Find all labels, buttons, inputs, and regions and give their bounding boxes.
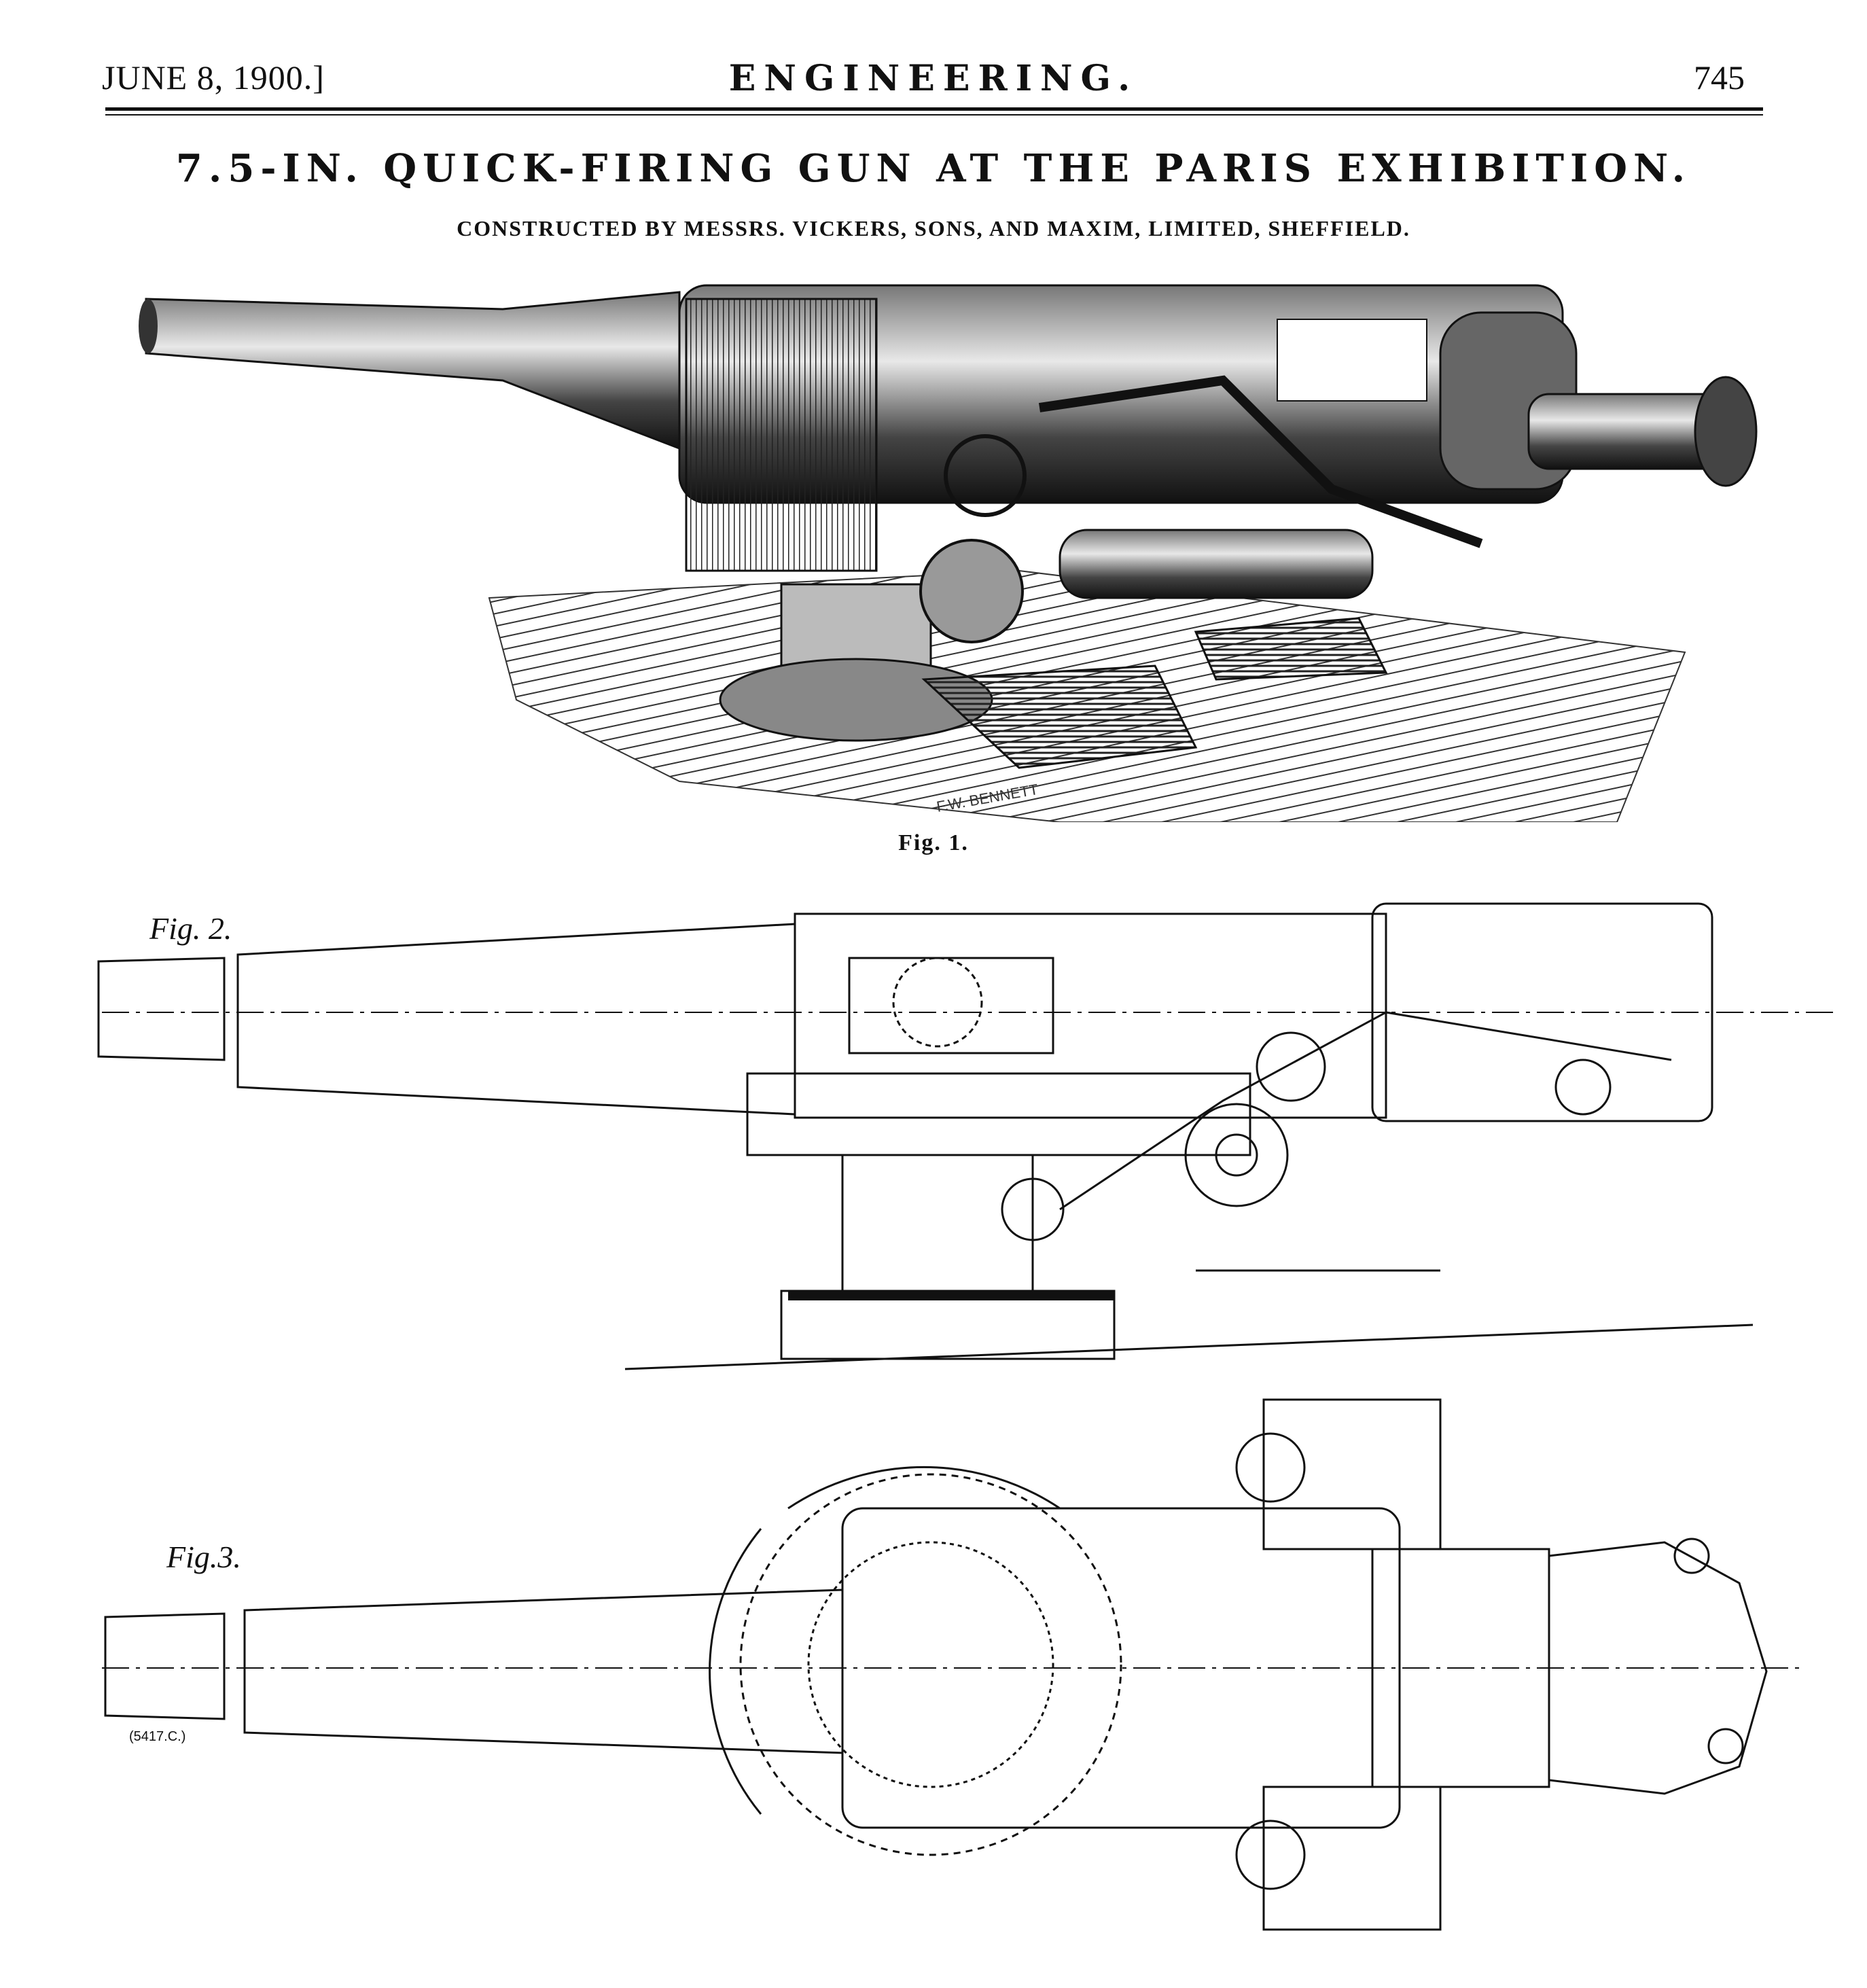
- page-number: 745: [1694, 58, 1745, 96]
- fig3-plan-view: [102, 1398, 1800, 1931]
- header-rule-thick: [105, 107, 1763, 111]
- fig2-label: Fig. 2.: [149, 911, 232, 946]
- page-date: JUNE 8, 1900.]: [102, 58, 325, 96]
- journal-title: ENGINEERING.: [728, 58, 1139, 99]
- reference-mark: (5417.C.): [129, 1729, 186, 1744]
- fig1-caption: Fig. 1.: [898, 830, 969, 855]
- article-subtitle: CONSTRUCTED BY MESSRS. VICKERS, SONS, AN…: [457, 216, 1410, 241]
- fig2-side-elevation: [97, 902, 1834, 1370]
- fig3-label: Fig.3.: [166, 1540, 241, 1574]
- fig1-gun-engraving: F.W. BENNETT: [139, 284, 1758, 822]
- header-rule-thin: [105, 114, 1763, 116]
- article-title: 7.5-IN. QUICK-FIRING GUN AT THE PARIS EX…: [175, 146, 1692, 191]
